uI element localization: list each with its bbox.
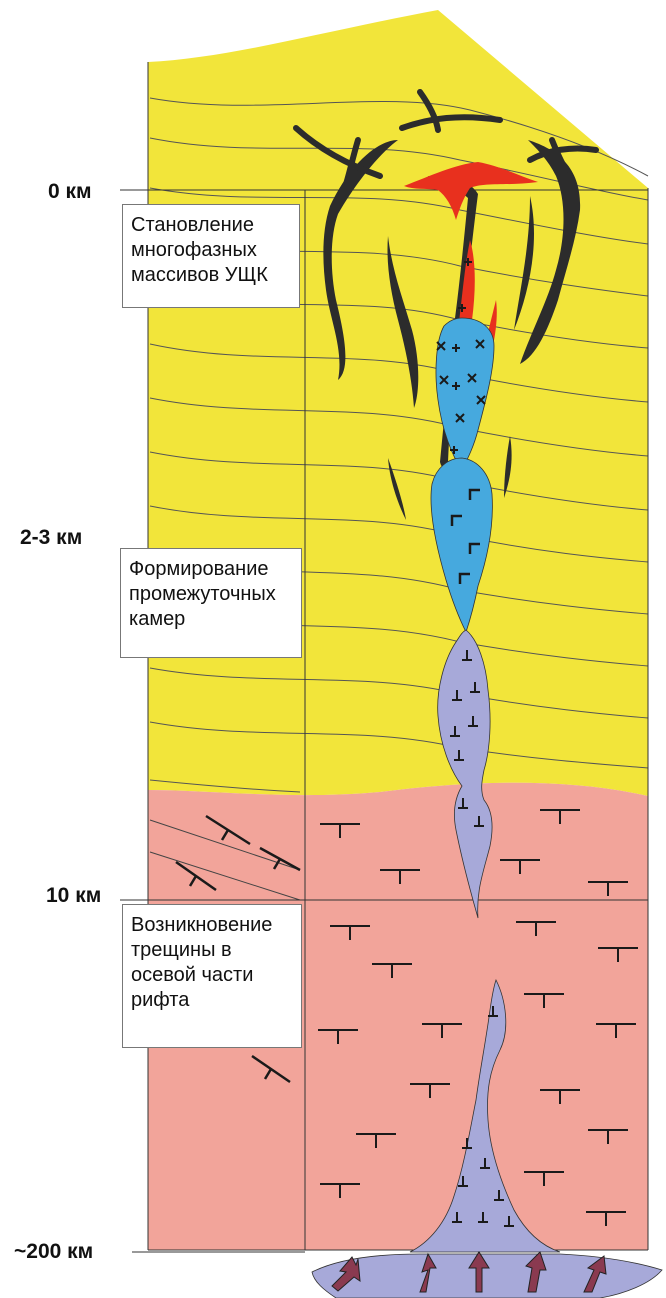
stage-box-rift-fracture: Возникновение трещины в осевой части риф… [122,904,302,1048]
stage-3-line-4: рифта [131,988,295,1013]
stage-1-line-2: многофазных [131,238,293,263]
stage-1-line-1: Становление [131,213,293,238]
depth-label-0: 0 км [48,180,92,204]
depth-label-2-3: 2-3 км [20,526,82,550]
stage-box-intermediate-chambers: Формирование промежуточных камер [120,548,302,658]
stage-box-massif-formation: Становление многофазных массивов УЩК [122,204,300,308]
stage-3-line-3: осевой части [131,963,295,988]
stage-2-line-1: Формирование [129,557,295,582]
stage-3-line-1: Возникновение [131,913,295,938]
depth-label-10: 10 км [46,884,101,908]
sedimentary-cover-layer [148,10,648,796]
stage-2-line-2: промежуточных [129,582,295,607]
melt-source [312,1254,662,1298]
stage-3-line-2: трещины в [131,938,295,963]
depth-label-200: ~200 км [14,1240,93,1264]
stage-1-line-3: массивов УЩК [131,263,293,288]
stage-2-line-3: камер [129,607,295,632]
